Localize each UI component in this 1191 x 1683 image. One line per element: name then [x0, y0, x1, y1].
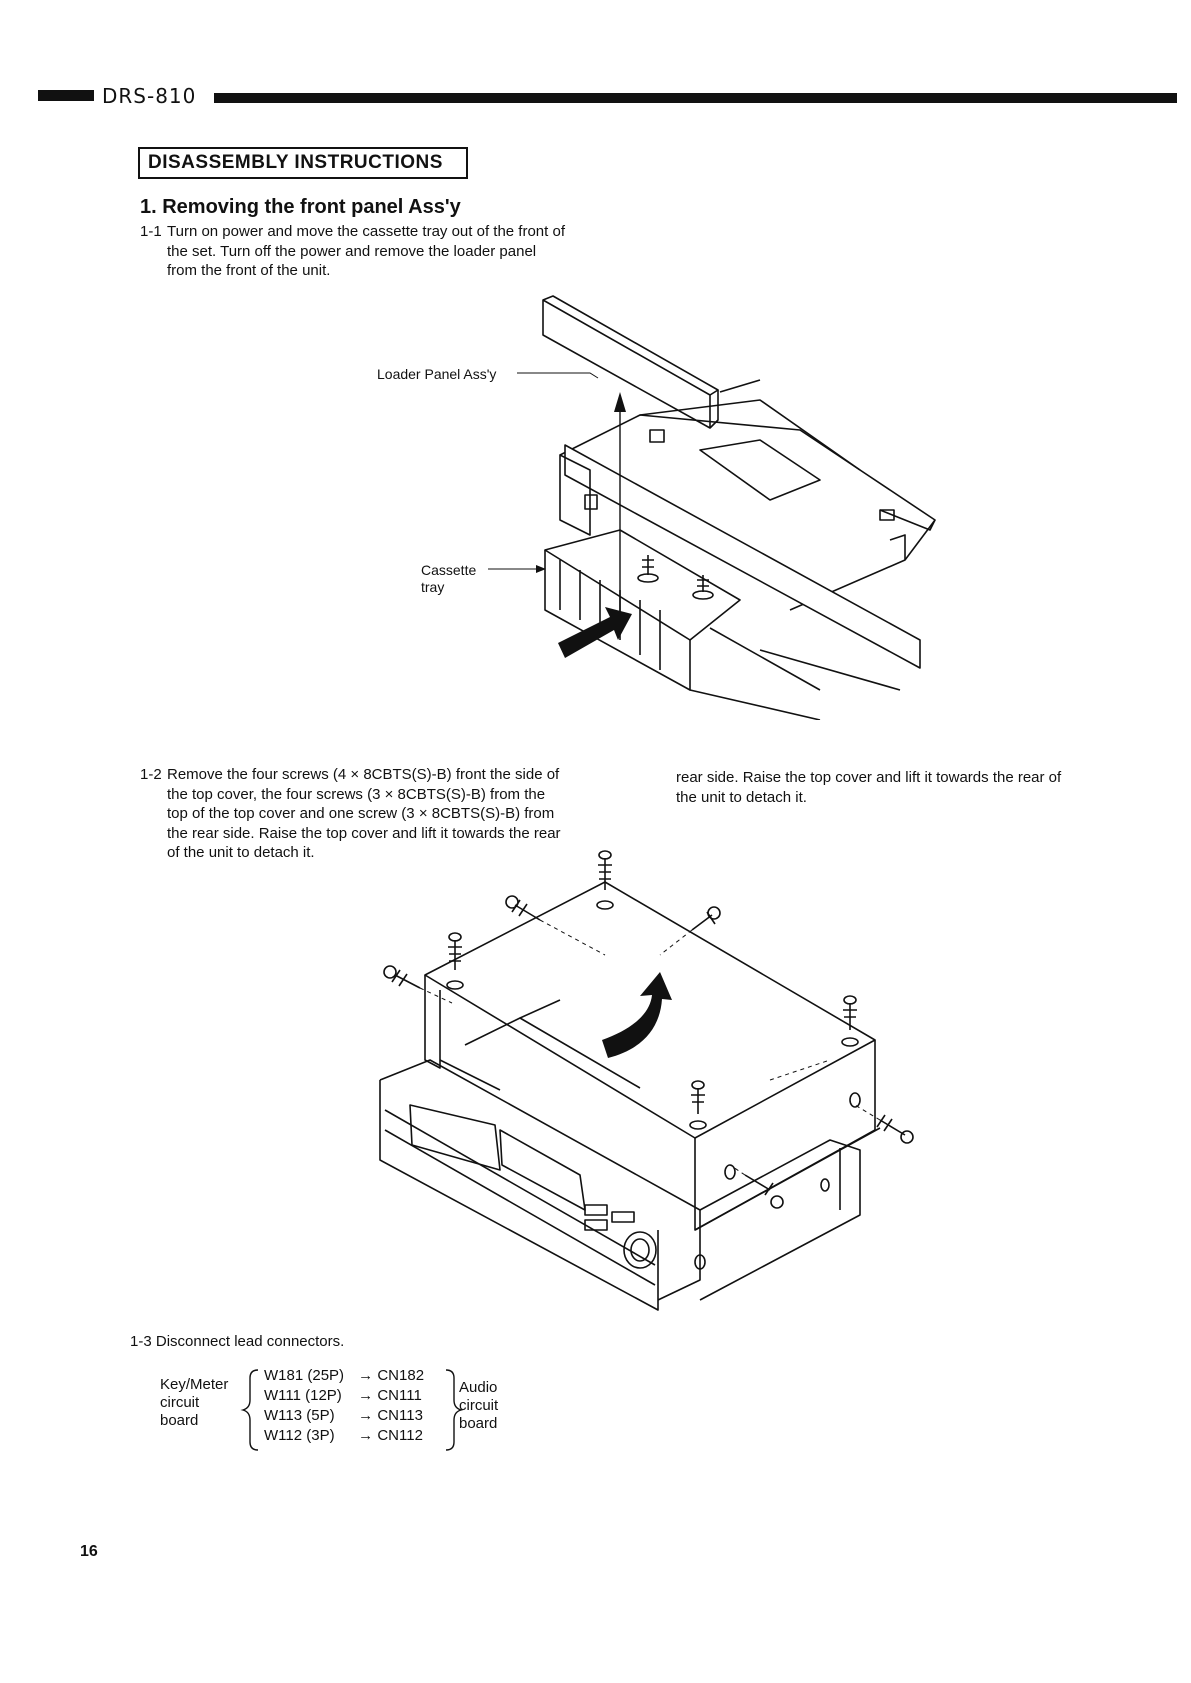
board-label-line: Audio — [459, 1379, 498, 1396]
instruction-line: Turn on power and move the cassette tray… — [167, 223, 565, 240]
instruction-line: rear side. Raise the top cover and lift … — [676, 769, 1062, 786]
connector-id: CN113 — [377, 1407, 423, 1424]
board-label-line: circuit — [160, 1394, 200, 1411]
connector-target-board: Audio circuit board — [459, 1379, 498, 1433]
instruction-line: the set. Turn off the power and remove t… — [167, 242, 537, 260]
connector-list: W181 (25P) → CN182 W111 (12P) → CN111 W1… — [264, 1366, 424, 1446]
connector-source-board: Key/Meter circuit board — [160, 1376, 245, 1430]
wire-id: W181 (25P) — [264, 1367, 345, 1384]
board-label-line: Key/Meter — [160, 1376, 229, 1393]
instruction-number: 1-2 — [140, 766, 162, 783]
label-loader-panel: Loader Panel Ass'y — [377, 366, 497, 382]
arrow-icon: → — [358, 1427, 374, 1444]
figure-loader-panel-removal — [488, 295, 936, 720]
instruction-line: of the unit to detach it. — [167, 844, 315, 861]
instruction-line: the rear side. Raise the top cover and l… — [167, 824, 561, 842]
board-label-line: board — [160, 1412, 199, 1429]
connector-id: CN112 — [377, 1427, 423, 1444]
instruction-1-3: 1-3 Disconnect lead connectors. — [130, 1333, 344, 1350]
instruction-number: 1-3 — [130, 1333, 152, 1350]
connector-row: W112 (3P) → CN112 — [264, 1426, 424, 1446]
arrow-icon: → — [358, 1407, 374, 1424]
step-heading: 1. Removing the front panel Ass'y — [140, 196, 461, 218]
instruction-line: the unit to detach it. — [676, 788, 807, 806]
instruction-1-2-continued: rear side. Raise the top cover and lift … — [676, 768, 1146, 813]
instruction-1-1: 1-1 Turn on power and move the cassette … — [140, 222, 620, 282]
instruction-1-2: 1-2 Remove the four screws (4 × 8CBTS(S)… — [140, 765, 620, 865]
page-number: 16 — [80, 1543, 98, 1560]
wire-id: W113 (5P) — [264, 1407, 335, 1424]
instruction-line: Remove the four screws (4 × 8CBTS(S)-B) … — [167, 766, 560, 783]
connector-row: W181 (25P) → CN182 — [264, 1366, 424, 1386]
wire-id: W112 (3P) — [264, 1427, 335, 1444]
instruction-number: 1-1 — [140, 223, 162, 240]
instruction-text: Disconnect lead connectors. — [155, 1333, 345, 1350]
section-title-box — [138, 147, 468, 179]
instruction-text: Remove the four screws (4 × 8CBTS(S)-B) … — [167, 765, 561, 863]
arrow-icon: → — [358, 1367, 374, 1384]
wire-id: W111 (12P) — [264, 1387, 342, 1404]
arrow-icon: → — [358, 1387, 374, 1404]
board-label-line: circuit — [459, 1397, 499, 1414]
label-tray: tray — [421, 579, 445, 595]
connector-row: W113 (5P) → CN113 — [264, 1406, 424, 1426]
section-title: DISASSEMBLY INSTRUCTIONS — [148, 152, 443, 173]
connector-row: W111 (12P) → CN111 — [264, 1386, 424, 1406]
label-cassette: Cassette — [421, 562, 477, 578]
model-name: DRS-810 — [102, 84, 197, 108]
header-rule-left — [38, 90, 94, 101]
board-label-line: board — [459, 1415, 498, 1432]
instruction-line: the top cover, the four screws (3 × 8CBT… — [167, 785, 546, 803]
instruction-line: top of the top cover and one screw (3 × … — [167, 805, 555, 822]
connector-id: CN111 — [377, 1387, 422, 1404]
connector-id: CN182 — [377, 1367, 425, 1384]
instruction-text: Turn on power and move the cassette tray… — [167, 222, 565, 281]
instruction-line: from the front of the unit. — [167, 262, 331, 279]
header-rule-right — [214, 93, 1177, 103]
